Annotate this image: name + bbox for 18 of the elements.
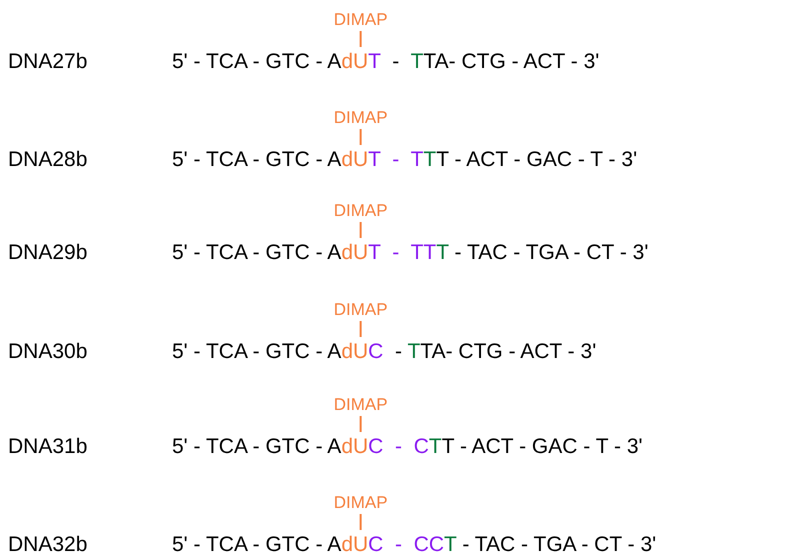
dna-sequence: 5' - TCA - GTC - AdUC - CTT - ACT - GAC - T - 3' [172, 434, 643, 460]
modification-label: DIMAP [334, 10, 388, 30]
dna-sequence: 5' - TCA - GTC - AdUT - TTT - TAC - TGA - CT - 3' [172, 240, 648, 266]
sequence-name: DNA28b [8, 147, 88, 173]
modification-label: DIMAP [334, 300, 388, 320]
sequence-name: DNA31b [8, 434, 88, 460]
modification-label: DIMAP [334, 493, 388, 513]
modification-label: DIMAP [334, 201, 388, 221]
sequence-name: DNA29b [8, 240, 88, 266]
sequence-name: DNA32b [8, 532, 88, 558]
dna-sequence: 5' - TCA - GTC - AdUT - TTA- CTG - ACT - 3' [172, 49, 600, 75]
sequence-name: DNA30b [8, 339, 88, 365]
dna-sequence: 5' - TCA - GTC - AdUC - TTA- CTG - ACT - 3' [172, 339, 596, 365]
sequence-name: DNA27b [8, 49, 88, 75]
modification-label: DIMAP [334, 108, 388, 128]
dna-sequence: 5' - TCA - GTC - AdUT - TTT - ACT - GAC - T - 3' [172, 147, 638, 173]
modification-label: DIMAP [334, 395, 388, 415]
dna-sequence: 5' - TCA - GTC - AdUC - CCT - TAC - TGA - CT - 3' [172, 532, 656, 558]
